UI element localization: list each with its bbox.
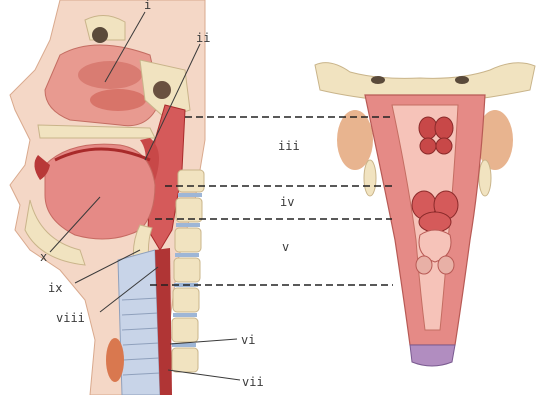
sphenoid-sinus bbox=[92, 27, 108, 43]
sagittal-section bbox=[10, 0, 205, 395]
sinus-dark bbox=[153, 81, 171, 99]
label-v: v bbox=[282, 240, 289, 254]
label-iv: iv bbox=[280, 195, 294, 209]
posterior-pharynx bbox=[315, 63, 535, 366]
styloid-right bbox=[479, 160, 491, 196]
label-ix: ix bbox=[48, 281, 62, 295]
turbinate bbox=[90, 89, 146, 111]
turbinate bbox=[78, 61, 142, 89]
label-vi: vi bbox=[241, 333, 255, 347]
leader-vii bbox=[168, 370, 240, 380]
label-vii: vii bbox=[242, 375, 264, 389]
label-viii: viii bbox=[56, 311, 85, 325]
styloid-left bbox=[364, 160, 376, 196]
label-ii: ii bbox=[196, 31, 210, 45]
esophageal-end bbox=[410, 345, 455, 366]
label-x: x bbox=[40, 250, 47, 264]
label-i: i bbox=[144, 0, 151, 12]
foramen bbox=[371, 76, 385, 84]
label-iii: iii bbox=[278, 139, 300, 153]
thyroid bbox=[106, 338, 124, 382]
foramen bbox=[455, 76, 469, 84]
